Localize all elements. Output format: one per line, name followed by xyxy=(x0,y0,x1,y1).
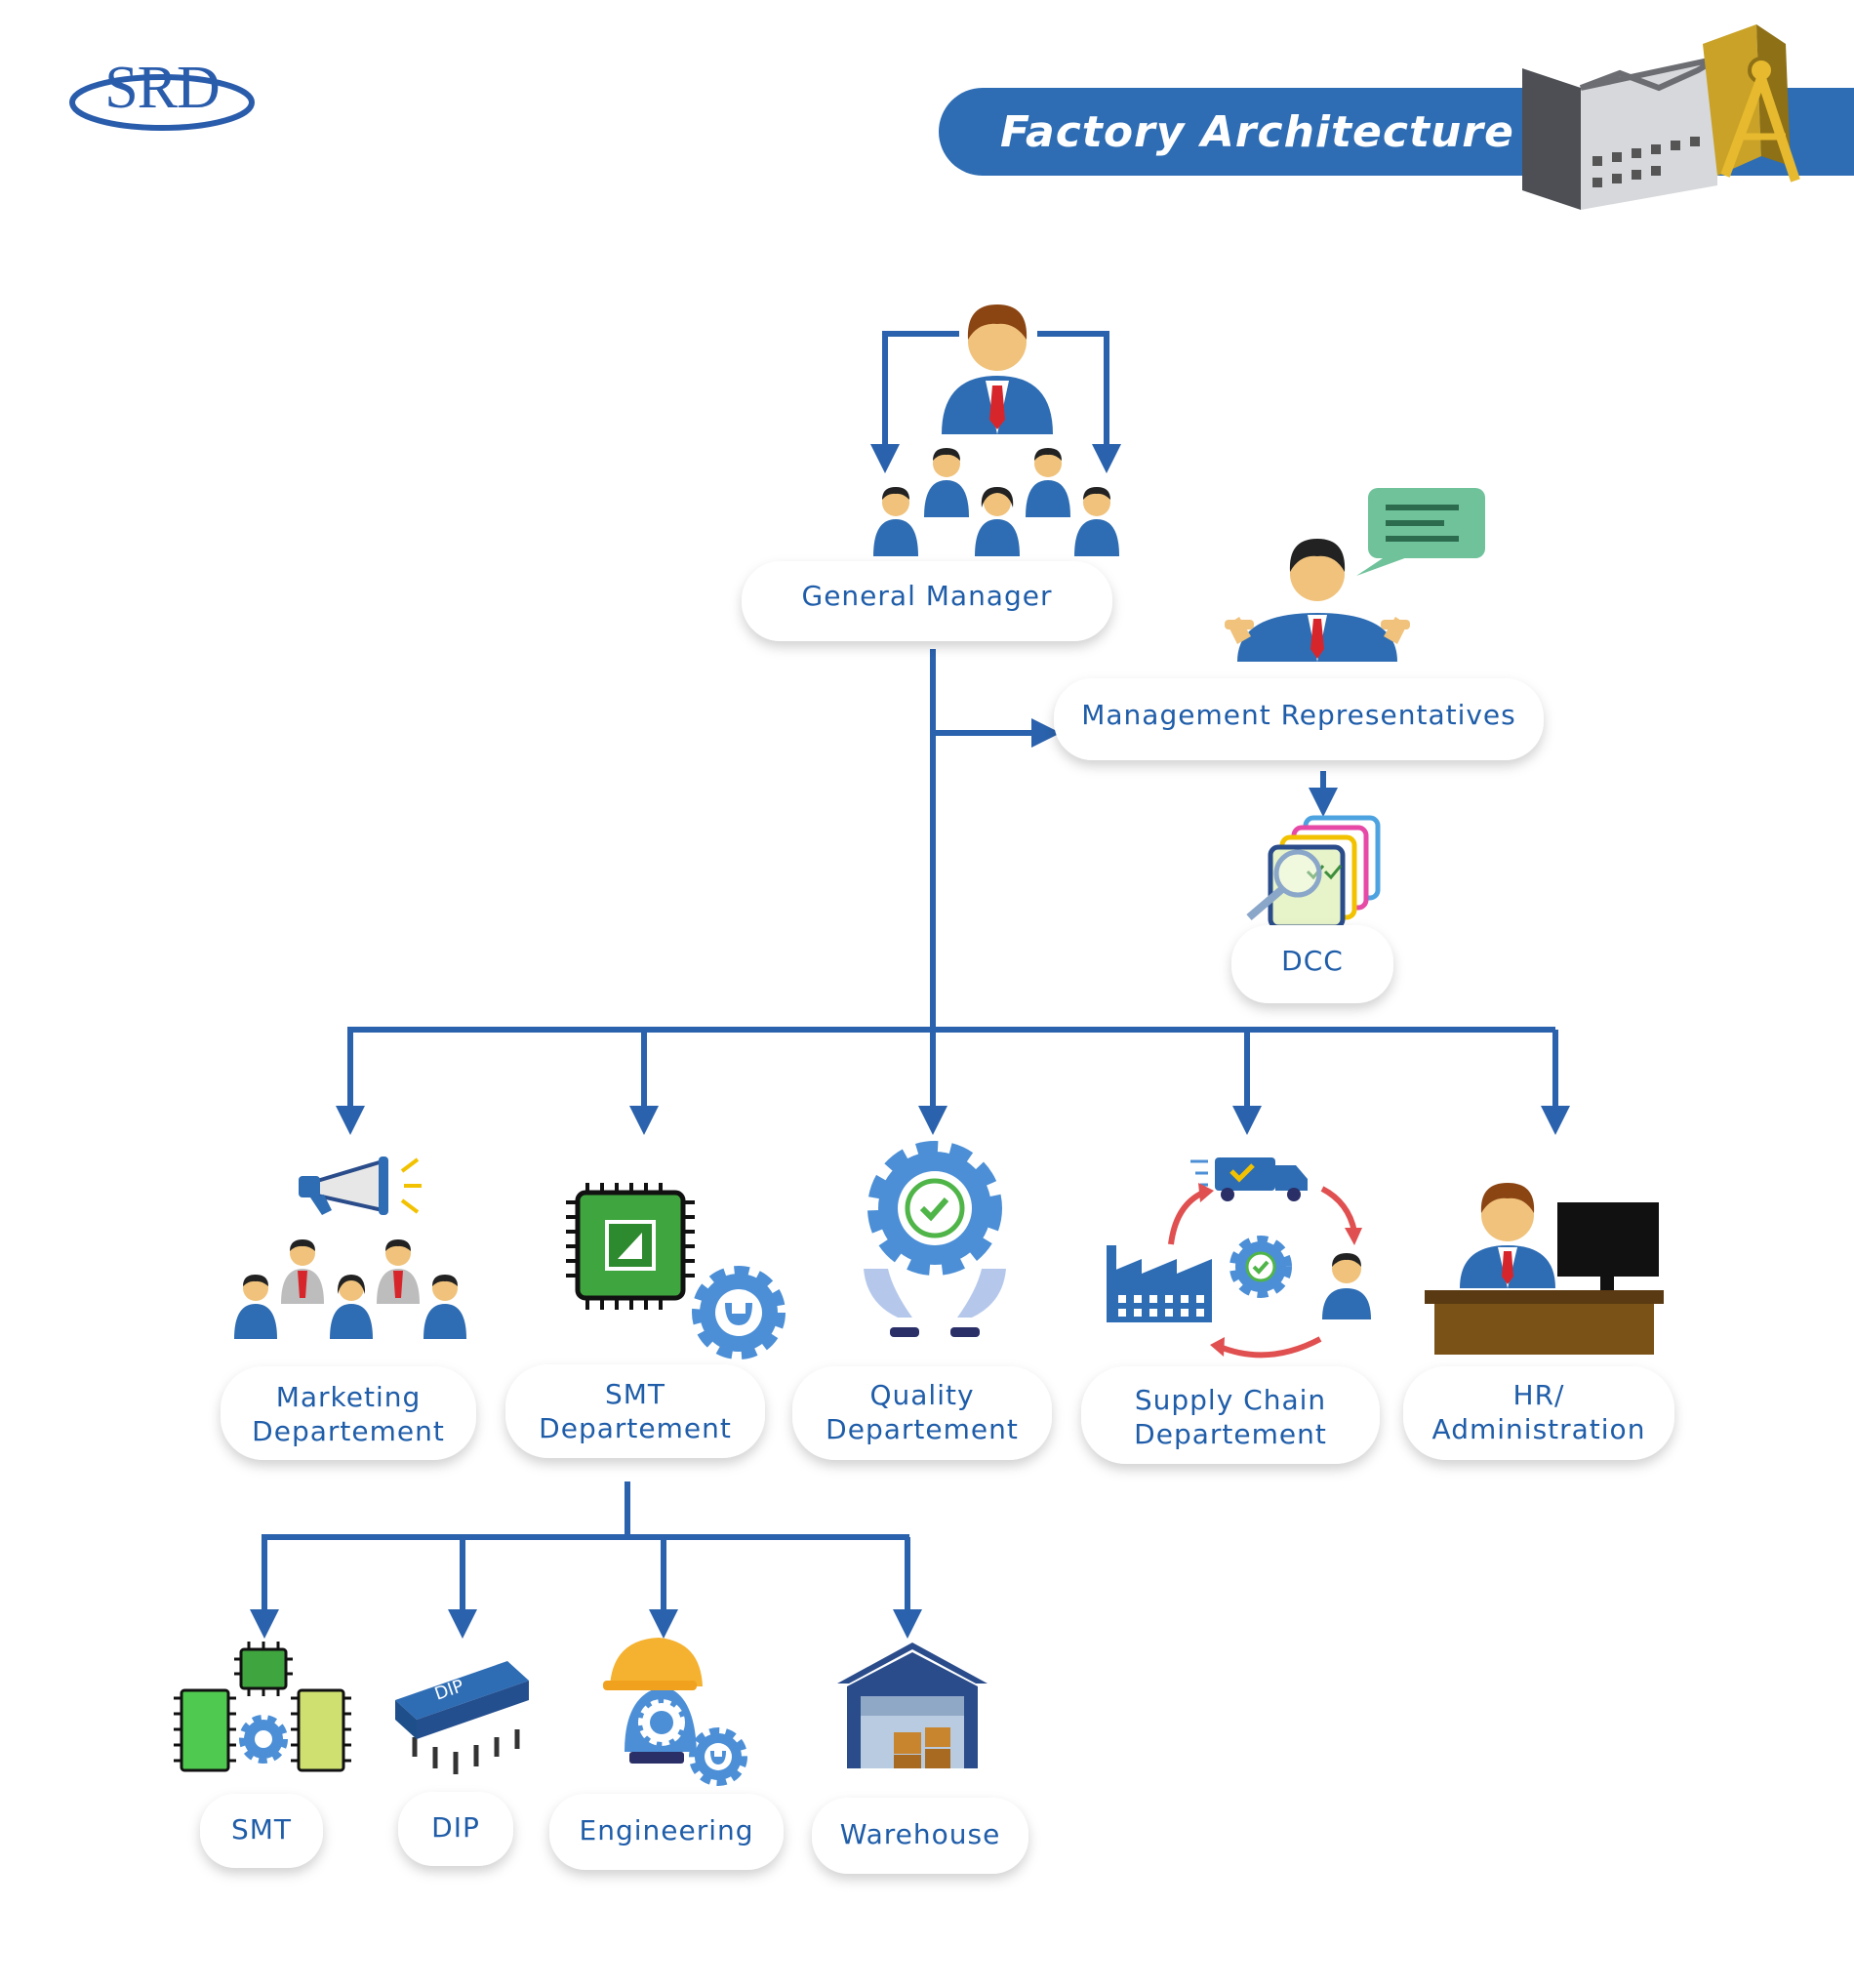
hr-label-line1: HR/ xyxy=(1513,1379,1565,1411)
node-smt: SMT xyxy=(200,1794,323,1868)
supply-chain-label-line1: Supply Chain xyxy=(1135,1384,1326,1416)
warehouse-label: Warehouse xyxy=(840,1818,1001,1850)
node-warehouse: Warehouse xyxy=(812,1798,1028,1874)
office-desk-icon xyxy=(1425,1183,1664,1355)
hr-label-line2: Administration xyxy=(1432,1413,1646,1445)
dip-label: DIP xyxy=(431,1811,480,1844)
drafting-compass-icon xyxy=(1703,24,1800,183)
node-marketing: Marketing Departement xyxy=(221,1366,476,1460)
smt-department-label-line2: Departement xyxy=(539,1412,732,1444)
engineering-label: Engineering xyxy=(580,1814,754,1846)
supply-chain-label-line2: Departement xyxy=(1134,1418,1327,1450)
node-smt-department: SMT Departement xyxy=(505,1364,765,1458)
marketing-label-line1: Marketing xyxy=(276,1381,422,1413)
node-quality-department: Quality Departement xyxy=(792,1366,1052,1460)
node-hr-administration: HR/ Administration xyxy=(1403,1366,1674,1460)
warehouse-icon xyxy=(837,1643,987,1768)
node-general-manager: General Manager xyxy=(742,561,1112,641)
logo-text: SRD xyxy=(104,55,220,121)
node-engineering: Engineering xyxy=(549,1794,784,1870)
document-control-icon xyxy=(1246,815,1381,930)
node-dip: DIP xyxy=(398,1792,513,1866)
circuit-boards-icon xyxy=(174,1642,351,1772)
quality-label-line2: Departement xyxy=(826,1413,1019,1445)
header-banner: Factory Architecture xyxy=(939,24,1854,210)
page-title: Factory Architecture xyxy=(1000,107,1514,157)
quality-gear-icon xyxy=(864,1141,1006,1337)
node-supply-chain-department: Supply Chain Departement xyxy=(1081,1366,1380,1464)
manager-team-icon xyxy=(873,304,1119,556)
factory-building-icon xyxy=(1522,56,1719,210)
presenter-icon xyxy=(1225,488,1485,662)
smt-label: SMT xyxy=(231,1813,292,1846)
management-representatives-label: Management Representatives xyxy=(1081,699,1516,731)
supply-cycle-icon xyxy=(1107,1157,1371,1359)
marketing-label-line2: Departement xyxy=(252,1415,445,1447)
general-manager-label: General Manager xyxy=(802,580,1053,612)
srd-logo: SRD xyxy=(69,55,255,131)
dip-chip-icon: DIP xyxy=(395,1661,529,1774)
node-management-representatives: Management Representatives xyxy=(1054,678,1544,760)
node-dcc: DCC xyxy=(1231,925,1393,1003)
dcc-label: DCC xyxy=(1281,945,1344,977)
connectors xyxy=(250,331,1570,1639)
quality-label-line1: Quality xyxy=(869,1379,974,1411)
smt-department-label-line1: SMT xyxy=(605,1378,665,1410)
megaphone-team-icon xyxy=(234,1156,466,1339)
chip-gear-icon xyxy=(566,1183,786,1359)
engineer-icon xyxy=(603,1638,747,1786)
